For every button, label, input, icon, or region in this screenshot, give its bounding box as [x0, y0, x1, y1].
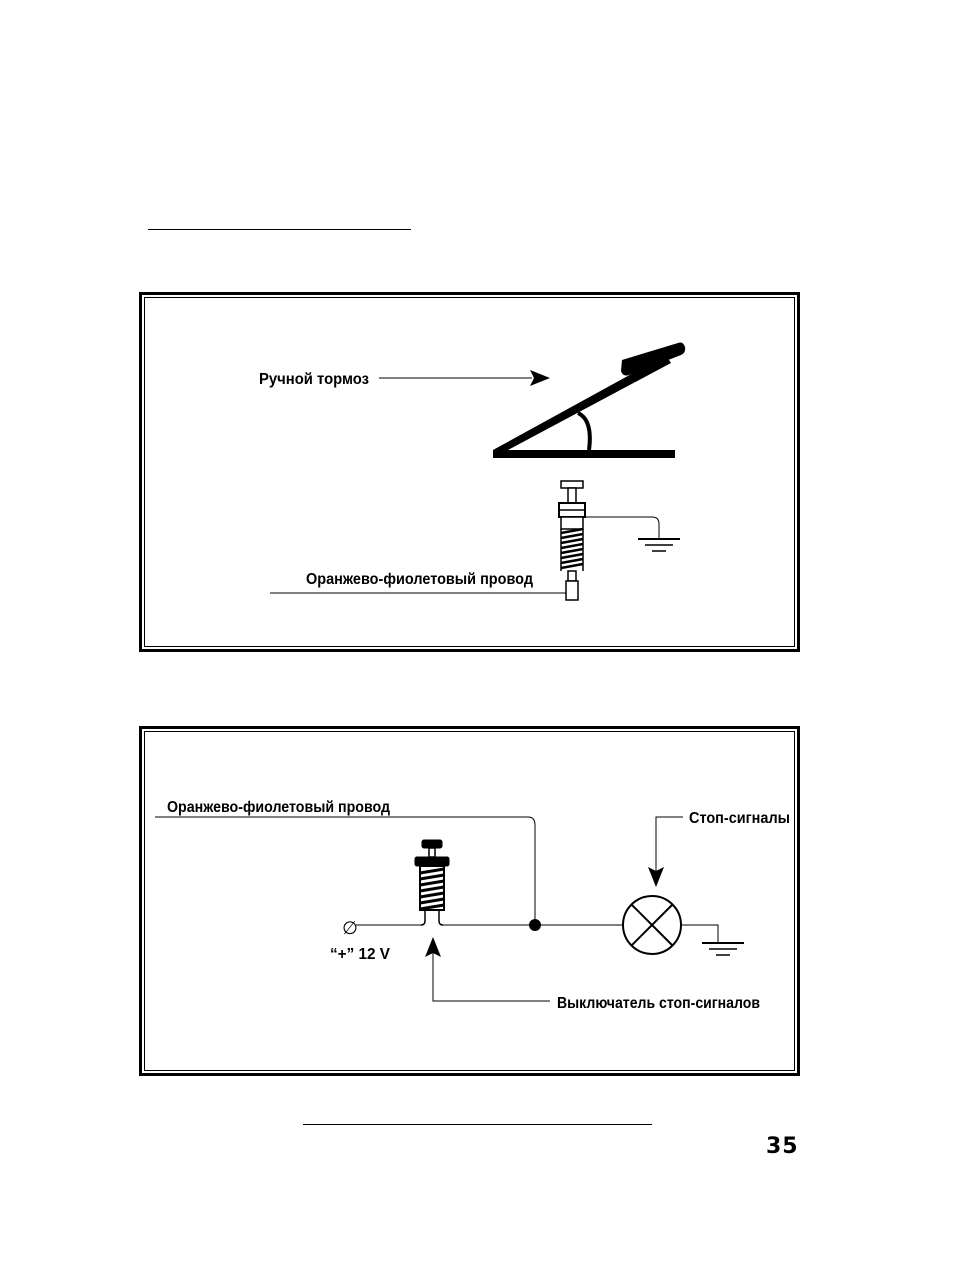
switch-leader-line: [433, 953, 550, 1001]
lamp-icon: [623, 896, 681, 954]
wire-leader-line: [155, 817, 535, 925]
wire-label: Оранжево-фиолетовый провод: [306, 571, 533, 588]
handbrake-label: Ручной тормоз: [259, 371, 369, 388]
handbrake-arrow-head: [530, 370, 550, 386]
handbrake-diagram-panel: Ручной тормоз: [139, 292, 800, 652]
junction-dot: [529, 919, 541, 931]
wire-label: Оранжево-фиолетовый провод: [167, 799, 390, 816]
lamp-ground-wire: [681, 925, 718, 943]
top-rule: [148, 229, 411, 230]
ground-wire: [585, 517, 659, 539]
bottom-rule: [303, 1124, 652, 1125]
page-number: 35: [766, 1134, 799, 1159]
ground-icon: [638, 539, 680, 551]
brake-switch-icon: [415, 840, 449, 925]
brake-light-diagram-panel: Оранжево-фиолетовый провод Стоп-сигналы …: [139, 726, 800, 1076]
brake-lights-label: Стоп-сигналы: [689, 810, 790, 827]
voltage-label: “+” 12 V: [330, 946, 390, 963]
ground-icon: [702, 943, 744, 955]
terminal-symbol: ∅: [342, 918, 358, 939]
switch-label: Выключатель стоп-сигналов: [557, 995, 760, 1012]
handbrake-lever-icon: [493, 343, 685, 459]
brake-light-diagram: Оранжево-фиолетовый провод Стоп-сигналы …: [142, 729, 797, 1073]
handbrake-diagram: Ручной тормоз: [142, 295, 797, 649]
handbrake-switch-icon: [559, 481, 585, 600]
brake-lights-leader-line: [656, 817, 683, 871]
